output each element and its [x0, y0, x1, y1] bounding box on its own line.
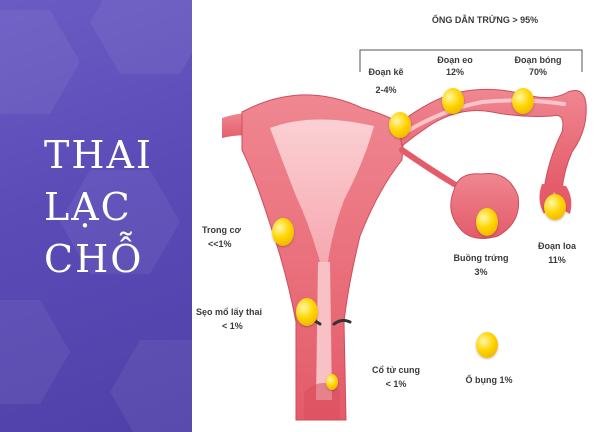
ampulla-marker [512, 88, 534, 114]
isthmus-marker [442, 88, 464, 114]
fimbria-marker [544, 194, 566, 220]
scar-pct-label: < 1% [222, 320, 262, 332]
hexagon-decoration [110, 340, 192, 432]
title-line-3: CHỖ [44, 240, 143, 278]
ovary-name-label: Buồng trứng [446, 252, 516, 264]
ovary-pct-label: 3% [466, 266, 496, 278]
ampulla-pct-label: 70% [524, 66, 552, 78]
intramural-marker [272, 218, 294, 246]
hexagon-decoration [0, 10, 80, 114]
title-panel: THAI LẠC CHỖ [0, 0, 192, 432]
cervix-name-label: Cổ tử cung [364, 364, 428, 376]
abdominal-label: Ổ bụng 1% [454, 374, 524, 386]
ovary-marker [476, 208, 498, 236]
isthmus-pct-label: 12% [440, 66, 470, 78]
tube-total-label: ỐNG DẪN TRỨNG > 95% [420, 14, 550, 26]
ovarian-ligament [402, 150, 454, 184]
ampulla-name-label: Đoạn bóng [510, 54, 566, 66]
hexagon-decoration [90, 0, 192, 74]
hexagon-decoration [0, 300, 70, 404]
interstitial-name-label: Đoạn kẽ [364, 66, 408, 78]
title-line-1: THAI [44, 136, 153, 174]
intramural-name-label: Trong cơ [202, 224, 262, 236]
interstitial-marker [389, 112, 411, 138]
fimbria-pct-label: 11% [540, 254, 574, 266]
intramural-pct-label: <<1% [208, 238, 258, 250]
fimbria-name-label: Đoạn loa [532, 240, 582, 252]
interstitial-pct-label: 2-4% [370, 84, 402, 96]
scar-name-label: Sẹo mổ lấy thai [196, 306, 286, 318]
scar-marker [296, 298, 318, 326]
abdominal-marker [476, 332, 498, 358]
cervix-marker [326, 374, 338, 390]
title-line-2: LẠC [44, 188, 132, 226]
anatomy-diagram: ỐNG DẪN TRỨNG > 95% Đoạn kẽ 2-4% Đoạn eo… [192, 0, 595, 432]
cervix-pct-label: < 1% [376, 378, 416, 390]
isthmus-name-label: Đoạn eo [432, 54, 478, 66]
